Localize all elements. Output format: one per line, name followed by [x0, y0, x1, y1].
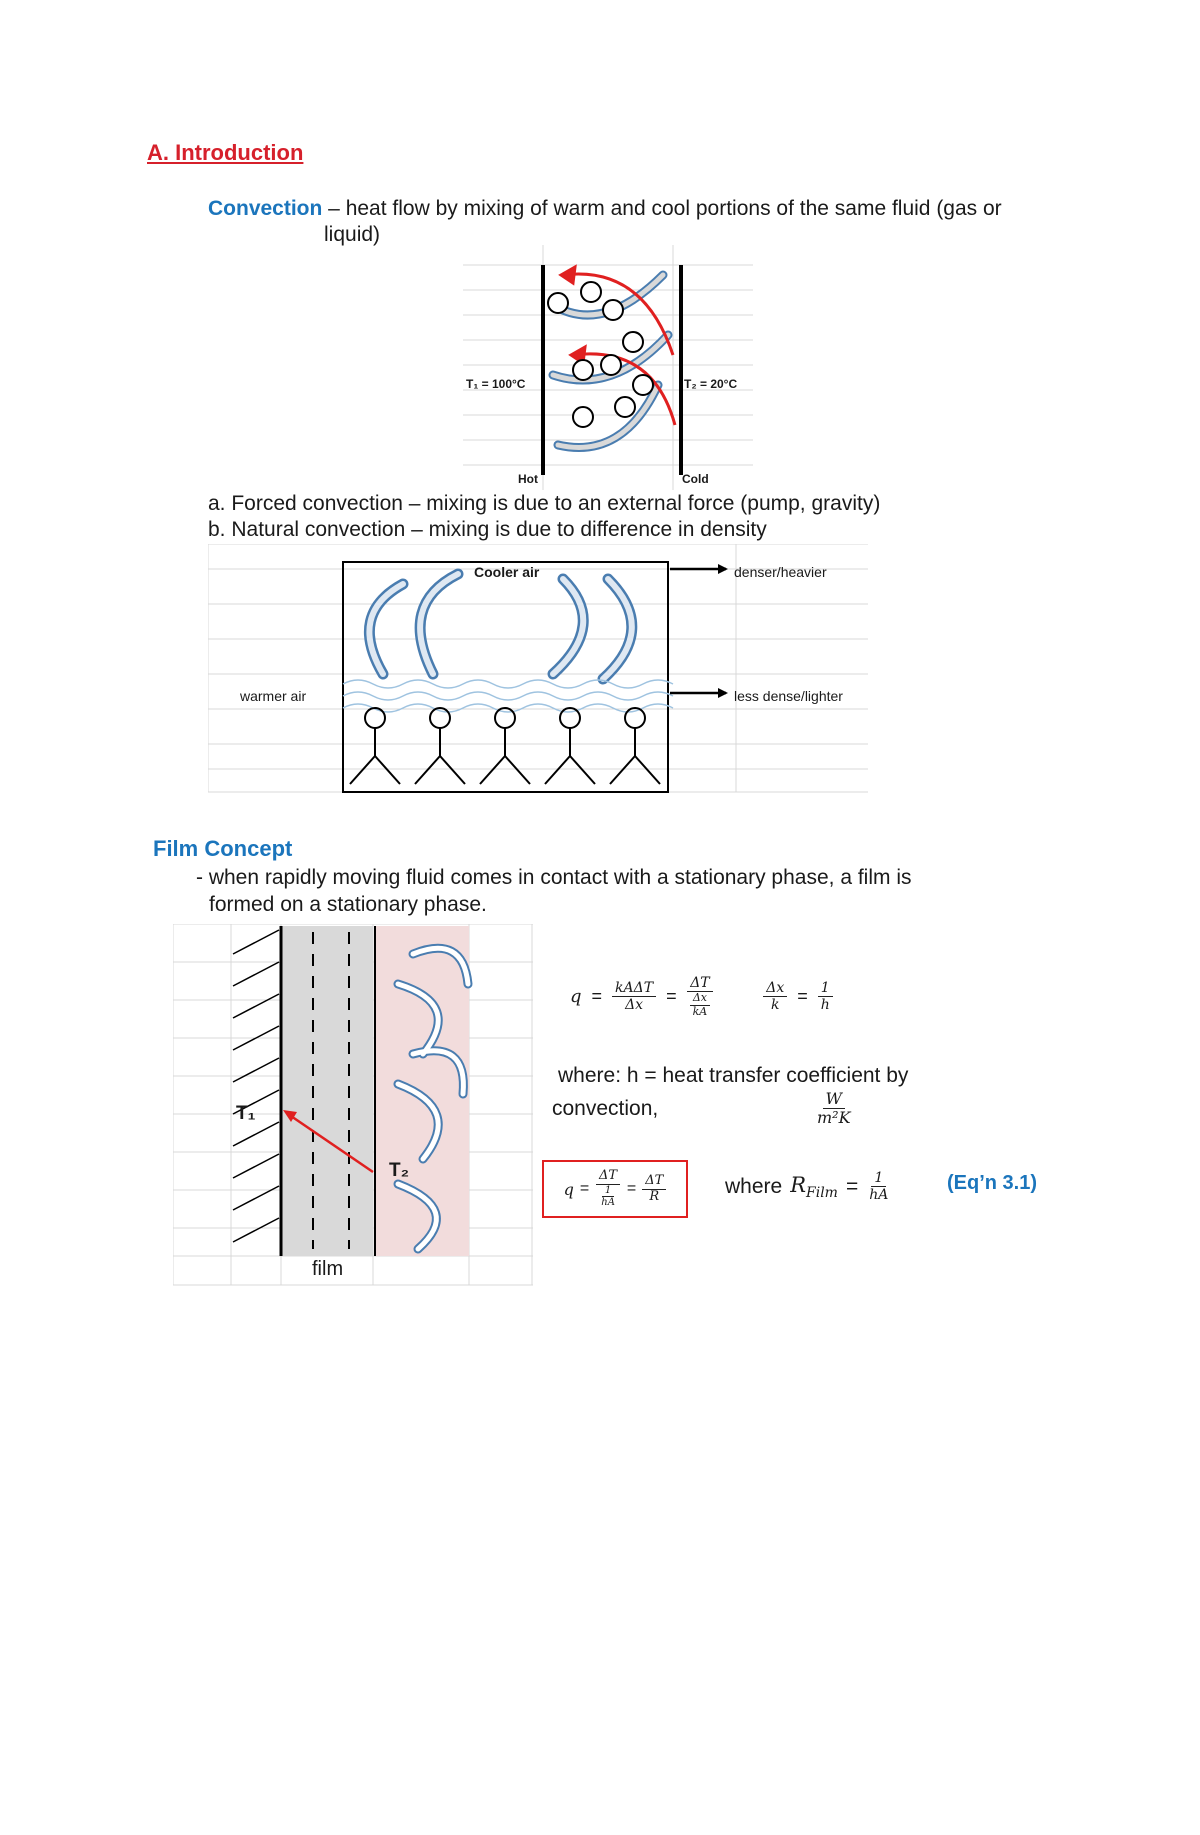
- film-def-line-1: - when rapidly moving fluid comes in con…: [196, 866, 912, 889]
- convection-def-line-2: liquid): [324, 223, 381, 246]
- heat-flow-arrows: [558, 264, 677, 426]
- film-region: [281, 926, 373, 1256]
- film-t2-label: T₂: [389, 1160, 410, 1181]
- convection-walls-diagram: [463, 245, 753, 490]
- film-def-line-2: formed on a stationary phase.: [209, 893, 487, 916]
- warmer-air-label: warmer air: [240, 688, 307, 704]
- film-t1-label: T₁: [236, 1103, 256, 1124]
- natural-convection-item: b. Natural convection – mixing is due to…: [208, 518, 767, 541]
- film-definition: - when rapidly moving fluid comes in con…: [196, 864, 1076, 918]
- less-dense-label: less dense/lighter: [734, 688, 843, 704]
- t2-label: T₂ = 20°C: [684, 377, 738, 391]
- section-heading-introduction: A. Introduction: [147, 140, 304, 165]
- where-h-line-2: convection,: [552, 1097, 659, 1120]
- room-box: [342, 561, 669, 793]
- cold-label: Cold: [682, 472, 709, 486]
- temperature-gradient-arrow: [287, 1112, 374, 1174]
- cooler-air-label: Cooler air: [474, 564, 540, 580]
- equation-reference: (Eq’n 3.1): [947, 1172, 1038, 1194]
- where-r-label: where: [725, 1174, 783, 1198]
- section-heading-film-concept: Film Concept: [153, 836, 293, 861]
- air-circulation-arrows: [363, 568, 638, 685]
- fluid-region: [376, 926, 469, 1256]
- convection-term: Convection: [208, 197, 323, 220]
- convection-definition: Convection – heat flow by mixing of warm…: [208, 196, 1068, 248]
- denser-label: denser/heavier: [734, 564, 827, 580]
- people-figures: [349, 707, 661, 785]
- fluid-particles: [547, 281, 654, 428]
- film-diagram: [173, 924, 533, 1286]
- warm-air-waves: [342, 679, 674, 713]
- hot-label: Hot: [518, 472, 538, 486]
- forced-convection-item: a. Forced convection – mixing is due to …: [208, 492, 881, 515]
- natural-convection-diagram: [208, 544, 868, 793]
- t1-label: T₁ = 100°C: [466, 377, 526, 391]
- film-label: film: [312, 1258, 344, 1280]
- where-h-line-1: where: h = heat transfer coefficient by: [558, 1064, 909, 1087]
- wall-hatching: [232, 929, 280, 1243]
- convection-def-line-1: – heat flow by mixing of warm and cool p…: [322, 197, 1002, 220]
